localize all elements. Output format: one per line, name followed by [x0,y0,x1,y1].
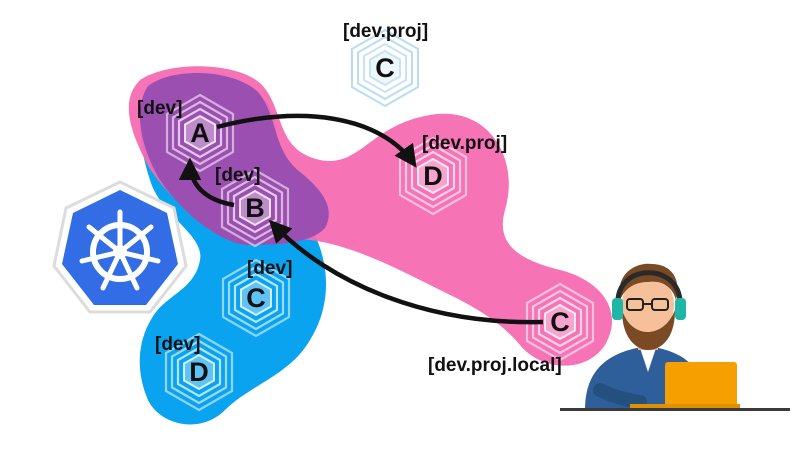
node-c-proj-label: C [375,53,395,83]
node-c-dev-tag: [dev] [247,258,293,279]
node-b-tag: [dev] [215,165,261,186]
node-c-local-label: C [550,307,570,337]
node-c-proj-tag: [dev.proj] [343,21,429,42]
kubernetes-icon [52,180,188,314]
node-b-label: B [245,193,265,223]
node-a-tag: [dev] [137,98,183,119]
node-d-proj-tag: [dev.proj] [422,133,508,154]
developer-at-laptop-icon [560,263,790,411]
node-a-label: A [190,118,210,148]
edge-c-local-to-b [268,219,544,325]
node-d-dev-tag: [dev] [155,334,201,355]
node-d-proj-label: D [423,161,443,191]
node-d-dev-label: D [189,357,209,387]
edge-a-to-d-proj [216,113,417,168]
edge-b-to-a [178,157,235,208]
node-c-dev-label: C [246,283,266,313]
node-c-local-tag: [dev.proj.local] [428,355,562,376]
